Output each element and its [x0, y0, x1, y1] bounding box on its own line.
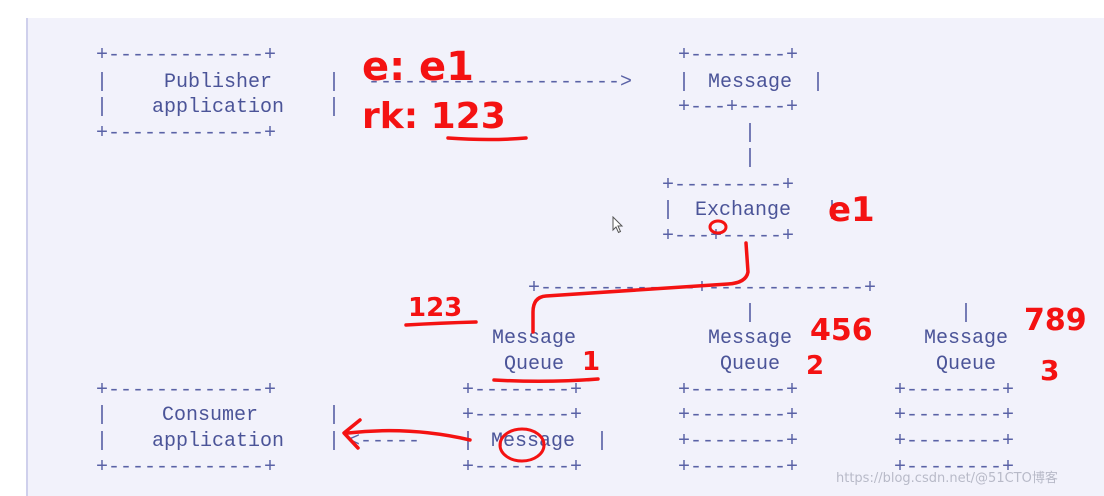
svg-text:+-------------+: +-------------+ — [96, 379, 276, 402]
svg-text:|: | — [678, 71, 690, 94]
annotation-queue-1-number: 1 — [582, 347, 600, 377]
svg-text:+-------------+: +-------------+ — [96, 44, 276, 67]
annotation-routing-key: rk: 123 — [362, 96, 506, 137]
annotation-exchange-name: e1 — [828, 190, 875, 230]
annotation-queue-2-number: 2 — [806, 351, 824, 381]
consume-arrow: <----- — [348, 430, 420, 453]
svg-text:|: | — [826, 199, 838, 222]
consumer-label-line1: Consumer — [162, 404, 258, 427]
annotation-exchange-key: e: e1 — [362, 44, 474, 90]
annotation-queue-3-number: 3 — [1040, 354, 1059, 387]
svg-text:|: | — [96, 96, 108, 119]
svg-text:+--------+: +--------+ — [678, 456, 798, 479]
exchange-route-marker — [708, 219, 728, 235]
svg-text:|: | — [328, 71, 340, 94]
queue-1-line1: Message — [492, 327, 576, 350]
queue-1-stack: +--------+ +--------+ | | +--------+ Mess… — [462, 379, 608, 479]
publisher-box: +-------------+ || || +-------------+ Pu… — [96, 44, 340, 145]
mouse-cursor-icon — [612, 216, 624, 234]
message-top-label: Message — [708, 71, 792, 94]
watermark: https://blog.csdn.net/@51CTO博客 — [836, 471, 1058, 486]
annotation-queue-2-binding: 456 — [810, 313, 873, 348]
routing-branch: +-------------+-------------+ — [528, 277, 876, 300]
svg-text:+--------+: +--------+ — [462, 456, 582, 479]
routing-path-to-queue-1 — [531, 241, 750, 334]
queue-2-line2: Queue — [720, 353, 780, 376]
message-circle — [498, 427, 546, 463]
consumer-label-line2: application — [152, 430, 284, 453]
svg-text:|: | — [96, 430, 108, 453]
queue-2-stack: +--------+ +--------+ +--------+ +------… — [678, 379, 798, 479]
svg-text:+---------+: +---------+ — [662, 174, 794, 197]
svg-text:+--------+: +--------+ — [678, 379, 798, 402]
svg-text:|: | — [462, 430, 474, 453]
svg-text:|: | — [328, 96, 340, 119]
exchange-label: Exchange — [695, 199, 791, 222]
connector-message-exchange-1: | — [744, 122, 756, 145]
svg-text:+--------+: +--------+ — [678, 430, 798, 453]
svg-text:|: | — [96, 71, 108, 94]
svg-text:|: | — [96, 404, 108, 427]
svg-text:+--------+: +--------+ — [894, 404, 1014, 427]
svg-text:|: | — [662, 199, 674, 222]
message-bottom-label: Message — [491, 430, 575, 453]
queue-3-stack: +--------+ +--------+ +--------+ +------… — [894, 379, 1014, 479]
queue-3: Message Queue — [924, 327, 1008, 376]
consume-arrow-head — [342, 418, 362, 450]
svg-text:+--------+: +--------+ — [894, 456, 1014, 479]
publish-arrow: ---------------------> — [368, 71, 632, 94]
svg-text:+---+----+: +---+----+ — [678, 96, 798, 119]
consumer-box: +-------------+ | | | | +-------------+ Co… — [96, 379, 340, 479]
branch-drop-2: | — [744, 302, 756, 325]
queue-2-line1: Message — [708, 327, 792, 350]
queue-1-line2: Queue — [504, 353, 564, 376]
svg-text:+--------+: +--------+ — [678, 44, 798, 67]
publisher-label-line2: application — [152, 96, 284, 119]
svg-text:+-------------+: +-------------+ — [96, 122, 276, 145]
queue-2: Message Queue — [708, 327, 792, 376]
diagram-panel — [26, 18, 1104, 496]
svg-text:+--------+: +--------+ — [678, 404, 798, 427]
queue-3-line1: Message — [924, 327, 1008, 350]
exchange-box: +---------+ | | +---+-----+ Exchange — [662, 174, 838, 248]
queue-1-binding-underline — [404, 320, 478, 327]
svg-text:+-------------+: +-------------+ — [96, 456, 276, 479]
svg-text:|: | — [812, 71, 824, 94]
svg-text:+--------+: +--------+ — [894, 379, 1014, 402]
routing-key-underline — [446, 136, 528, 142]
connector-message-exchange-2: | — [744, 147, 756, 170]
annotation-queue-1-binding: 123 — [408, 293, 462, 323]
queue-3-line2: Queue — [936, 353, 996, 376]
svg-text:+--------+: +--------+ — [462, 379, 582, 402]
svg-text:|: | — [596, 430, 608, 453]
queue-1: Message Queue — [492, 327, 576, 376]
svg-text:|: | — [328, 404, 340, 427]
branch-drop-3: | — [960, 302, 972, 325]
queue-1-underline — [492, 377, 600, 384]
message-box-top: +--------+ | | +---+----+ Message — [678, 44, 824, 119]
publisher-label-line1: Publisher — [164, 71, 272, 94]
svg-text:+--------+: +--------+ — [462, 404, 582, 427]
svg-text:+---+-----+: +---+-----+ — [662, 225, 794, 248]
svg-text:|: | — [328, 430, 340, 453]
consume-arrow-shaft — [346, 428, 472, 442]
annotation-queue-3-binding: 789 — [1024, 303, 1087, 338]
svg-text:+--------+: +--------+ — [894, 430, 1014, 453]
